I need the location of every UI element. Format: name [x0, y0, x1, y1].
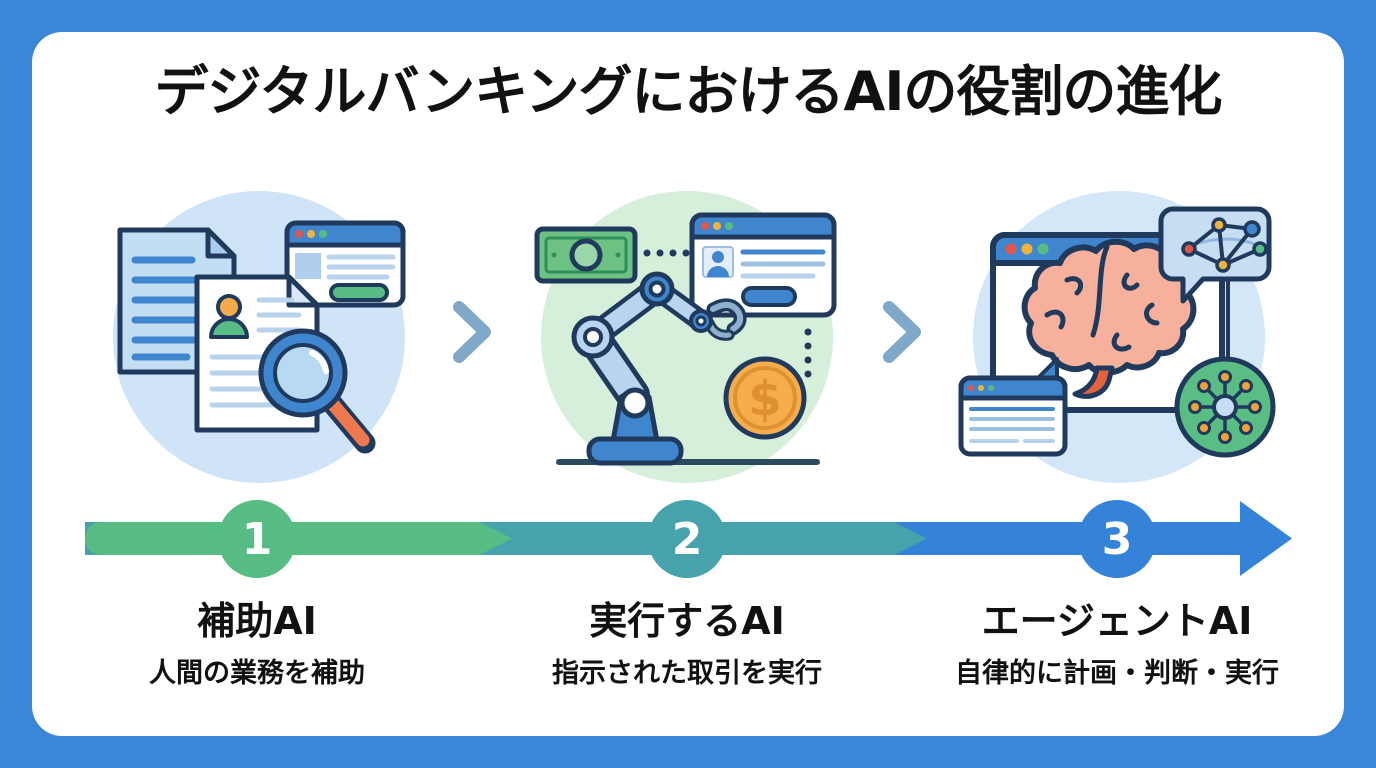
arrowhead-icon [1240, 501, 1292, 576]
dotted-line-icon [643, 249, 690, 257]
step-number: 3 [1101, 513, 1133, 565]
stage-label-assist: 補助AI 人間の業務を補助 [57, 597, 457, 693]
robot-arm-icon [571, 271, 747, 466]
timeline-segment-assist [85, 522, 512, 555]
mini-browser-icon [958, 357, 1068, 457]
illustration-executing-ai: $ [517, 185, 857, 485]
dotted-line-icon [804, 328, 812, 378]
timeline-arrow: 1 2 3 [32, 472, 1344, 607]
stage-title: 補助AI [197, 599, 317, 643]
stage-label-executing: 実行するAI 指示された取引を実行 [487, 597, 887, 693]
stage-description: 指示された取引を実行 [552, 658, 822, 689]
step-number: 1 [241, 513, 273, 565]
banknote-icon [534, 226, 638, 284]
step-number: 2 [671, 513, 703, 565]
stage-title: 実行するAI [589, 599, 785, 643]
stage-description: 自律的に計画・判断・実行 [955, 658, 1279, 689]
network-speech-bubble-icon [1158, 206, 1272, 304]
stage-title: エージェントAI [981, 599, 1253, 643]
stage-description: 人間の業務を補助 [149, 658, 365, 689]
timeline-step-3: 3 [1078, 500, 1156, 578]
dollar-coin-icon: $ [723, 356, 807, 440]
page-title: デジタルバンキングにおけるAIの役割の進化 [154, 60, 1223, 123]
avatar [712, 251, 724, 263]
stage-label-agent: エージェントAI 自律的に計画・判断・実行 [917, 597, 1317, 693]
svg-text:$: $ [748, 371, 781, 427]
browser-window-icon [284, 220, 406, 308]
timeline-step-2: 2 [648, 500, 726, 578]
chevron-right-icon [879, 299, 925, 365]
timeline-step-1: 1 [218, 500, 296, 578]
chevron-right-icon [449, 299, 495, 365]
magnifier-icon [258, 328, 376, 454]
avatar [216, 294, 242, 320]
illustration-assist-ai [87, 185, 427, 485]
infographic-card: デジタルバンキングにおけるAIの役割の進化 [32, 32, 1344, 736]
network-hub-icon [1174, 356, 1276, 458]
illustration-agent-ai [947, 185, 1287, 485]
browser-window-icon [689, 212, 837, 318]
